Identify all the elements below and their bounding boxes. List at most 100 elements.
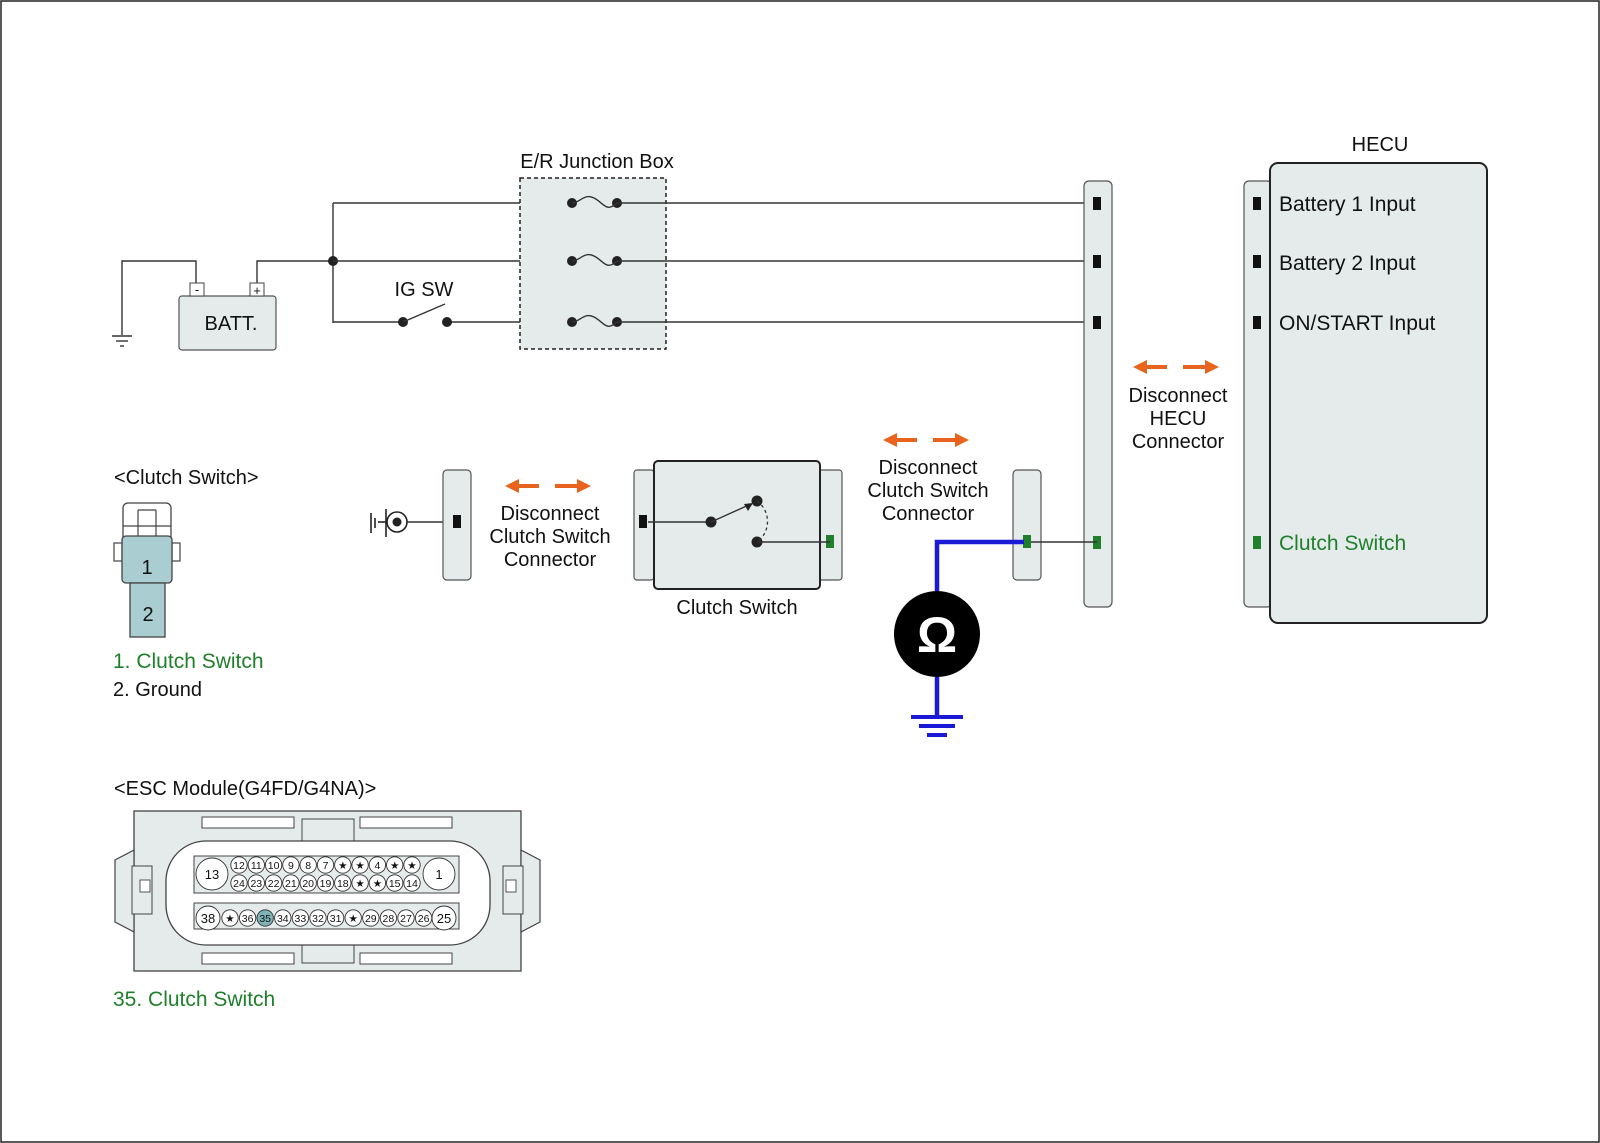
esc-pin-circle — [326, 909, 345, 927]
esc-pin-circle — [362, 909, 380, 927]
esc-pin-circle — [309, 909, 327, 927]
harness-clutch-connector[interactable] — [1012, 469, 1042, 581]
ohmmeter-icon: Ω — [894, 591, 980, 677]
esc-pin-circle — [291, 909, 310, 927]
esc-pin-label: 29 — [365, 913, 377, 925]
esc-pin-label: ★ — [338, 860, 347, 872]
battery-plus-label: + — [253, 283, 261, 298]
esc-pin-label: 28 — [383, 913, 395, 925]
esc-pin-label: 32 — [312, 913, 324, 925]
esc-pin-1: 1 — [435, 867, 442, 882]
esc-pin-label: 34 — [277, 913, 289, 925]
esc-pin-38: 38 — [201, 911, 215, 926]
esc-pin-label: 12 — [233, 860, 245, 872]
esc-pin-circle — [368, 856, 387, 874]
ohmmeter-symbol: Ω — [917, 607, 957, 663]
hecu-harness-connector[interactable] — [1083, 180, 1113, 608]
esc-pin-label: 20 — [302, 878, 314, 890]
esc-pin-label: ★ — [348, 913, 357, 925]
esc-pin-circle — [247, 874, 265, 892]
disconnect-clutch-mid-label-3: Connector — [882, 503, 975, 525]
esc-pin-circle — [403, 874, 421, 892]
clutch-switch-connector-view: 1 2 — [113, 502, 181, 638]
esc-pin-label: 35 — [259, 913, 271, 925]
esc-pin-label: ★ — [225, 913, 234, 925]
clutch-connector-legend-2: 2. Ground — [113, 679, 202, 701]
junction-output-wires — [617, 202, 1096, 323]
esc-pin-circle — [403, 856, 421, 874]
esc-pin-circle — [316, 874, 335, 892]
esc-pin-label: ★ — [355, 860, 364, 872]
esc-pin-label: 22 — [268, 878, 280, 890]
disconnect-hecu-label-2: HECU — [1150, 408, 1207, 430]
junction-box-title: E/R Junction Box — [520, 151, 673, 173]
esc-pin-label: ★ — [355, 878, 364, 890]
esc-pin-circle — [414, 909, 433, 927]
esc-pin-label: 23 — [250, 878, 262, 890]
esc-pin-label: 26 — [418, 913, 430, 925]
esc-pin-circle — [368, 874, 387, 892]
esc-pin-circle — [230, 874, 248, 892]
disconnect-clutch-mid-label-1: Disconnect — [879, 457, 978, 479]
esc-pin-circle — [264, 874, 283, 892]
esc-pin-label: 15 — [389, 878, 401, 890]
esc-pin-circle — [299, 874, 317, 892]
ignition-switch[interactable]: IG SW — [395, 279, 454, 327]
esc-pin-label: 4 — [374, 860, 380, 872]
esc-pin-circle — [386, 874, 404, 892]
esc-pin-label: 24 — [233, 878, 245, 890]
esc-pin-label: 10 — [268, 860, 280, 872]
battery-positive-wire — [256, 260, 333, 283]
esc-pin-circle — [316, 856, 335, 874]
disconnect-hecu-label-3: Connector — [1132, 431, 1225, 453]
battery: - + BATT. — [178, 282, 277, 351]
esc-pin-label: 21 — [285, 878, 297, 890]
esc-pin-circle — [274, 909, 292, 927]
hecu-pin-battery-1: Battery 1 Input — [1279, 193, 1416, 216]
esc-module-legend: 35. Clutch Switch — [113, 988, 275, 1011]
meter-probe-wire — [934, 539, 1024, 595]
esc-pin-circle — [230, 856, 248, 874]
hecu-pin-clutch-switch: Clutch Switch — [1279, 532, 1406, 555]
esc-pin-label: ★ — [407, 860, 416, 872]
esc-pin-circle — [247, 856, 265, 874]
esc-pin-circle — [386, 856, 404, 874]
meter-ground-icon — [911, 715, 963, 737]
esc-pin-label: 19 — [320, 878, 332, 890]
ignition-switch-label: IG SW — [395, 279, 454, 301]
battery-minus-label: - — [195, 282, 199, 297]
esc-pin-circle — [264, 856, 283, 874]
hecu-module — [1243, 162, 1488, 624]
esc-pin-circle — [282, 874, 300, 892]
esc-pin-13: 13 — [205, 867, 219, 882]
disconnect-clutch-mid-label-2: Clutch Switch — [867, 480, 988, 502]
esc-pin-label: 7 — [323, 860, 329, 872]
esc-pin-label: 11 — [251, 860, 262, 872]
battery-label: BATT. — [205, 313, 258, 335]
esc-pin-circle — [221, 909, 239, 927]
esc-pin-circle — [238, 909, 257, 927]
clutch-connector-legend-1: 1. Clutch Switch — [113, 650, 264, 673]
battery-ground-icon — [112, 260, 197, 347]
esc-pin-label: 8 — [305, 860, 311, 872]
esc-pin-label: 33 — [295, 913, 307, 925]
esc-pin-circle — [334, 874, 352, 892]
esc-pin-circle — [397, 909, 415, 927]
disconnect-clutch-left-label-3: Connector — [504, 549, 597, 571]
esc-pin-label: 31 — [330, 913, 342, 925]
hecu-pin-on-start: ON/START Input — [1279, 312, 1436, 335]
esc-pin-25: 25 — [437, 911, 451, 926]
esc-pin-label: 36 — [242, 913, 254, 925]
esc-pin-circle — [256, 909, 274, 927]
hecu-pin-battery-2: Battery 2 Input — [1279, 252, 1416, 275]
esc-pin-circle — [299, 856, 317, 874]
esc-pin-circle — [344, 909, 362, 927]
esc-pin-circle — [351, 874, 369, 892]
esc-pin-circle — [379, 909, 398, 927]
ground-side-connector[interactable] — [442, 469, 472, 581]
hecu-title: HECU — [1352, 134, 1409, 156]
